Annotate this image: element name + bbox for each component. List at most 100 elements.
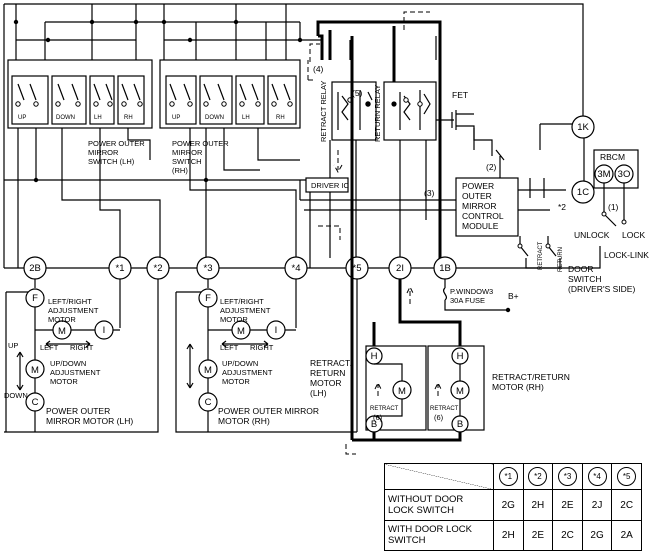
switch-rh-caption-4: (RH) <box>172 166 188 175</box>
module-line-3: MIRROR <box>462 201 496 211</box>
retract-rh-terminal-b-label: B <box>457 419 463 430</box>
switch-rh-caption-2: MIRROR <box>172 148 203 157</box>
table-cell: 2E <box>552 489 583 521</box>
motor-lh-ud-symbol: M <box>31 365 39 376</box>
table-header-2: *2 <box>528 467 548 487</box>
module-line-4: CONTROL <box>462 211 504 221</box>
table-header-cell: *3 <box>552 462 583 491</box>
connector-s1-label: *1 <box>116 263 125 274</box>
door-switch-line-1: DOOR <box>568 264 594 274</box>
motor-lh-adjust-3: MOTOR <box>48 315 76 324</box>
table-cell: 2G <box>581 519 613 552</box>
retract-lh-caption-1: RETRACT/ <box>310 358 353 368</box>
connector-1b-label: 1B <box>439 263 451 274</box>
connector-s3-label: *3 <box>204 263 213 274</box>
connector-s5-label: *5 <box>353 263 362 274</box>
motor-rh-lr-symbol: M <box>237 326 245 337</box>
mirror-switch-lh: UP DOWN LH RH POWER OUTER MIRROR SWITCH … <box>7 59 153 166</box>
retract-lh-terminal-b-label: B <box>371 419 377 430</box>
driver-ic-label: DRIVER IC <box>311 181 350 190</box>
terminal-1k-label: 1K <box>577 122 589 133</box>
motor-lh-caption-1: POWER OUTER <box>46 406 110 416</box>
motor-rh-caption-1: POWER OUTER MIRROR <box>218 406 319 416</box>
motor-lh-terminal-c-label: C <box>32 397 39 408</box>
terminal-3o-label: 3O <box>618 169 631 180</box>
lock-label: LOCK <box>622 230 645 240</box>
switch-lh-label-up: UP <box>18 115 26 121</box>
switch-lh-label-down: DOWN <box>56 115 75 121</box>
connector-bus: 2B *1 *2 *3 *4 *5 2I 1B <box>4 256 560 280</box>
switch-lh-label-rh: RH <box>124 115 133 121</box>
connector-2i-label: 2I <box>396 263 404 274</box>
table-header-1: *1 <box>498 467 518 487</box>
table-header-4: *4 <box>587 467 607 487</box>
retract-rh-caption-2: MOTOR (RH) <box>492 382 544 392</box>
motor-lh-caption-2: MIRROR MOTOR (LH) <box>46 416 133 426</box>
table-cell: 2A <box>611 519 642 552</box>
mirror-motor-rh: F I C M M LEFT/RIGHT ADJUSTMENT MOTOR LE… <box>175 279 357 433</box>
relay-step-4: (4) <box>313 64 324 74</box>
switch-wiring <box>4 40 351 268</box>
door-switch-line-2: SWITCH <box>568 274 602 284</box>
switch-lh-label-lh: LH <box>94 115 102 121</box>
motor-lh-adjust-1: LEFT/RIGHT <box>48 297 92 306</box>
motor-rh-terminal-f-label: F <box>205 293 211 304</box>
table-cell: 2C <box>552 519 583 552</box>
table-header-cell: *2 <box>522 462 554 491</box>
fuse-line-2: 30A FUSE <box>450 296 485 305</box>
motor-rh-terminal-i-label: I <box>275 325 278 336</box>
rbcm-title: RBCM <box>600 152 625 162</box>
fuse-30a: P.WINDOW3 30A FUSE B+ <box>442 279 519 313</box>
switch-rh-label-rh: RH <box>276 115 285 121</box>
module-step-2: (2) <box>486 162 497 172</box>
table-cell: 2E <box>522 519 554 552</box>
top-bus-wires <box>3 3 584 268</box>
switch-lh-caption-2: MIRROR <box>88 148 119 157</box>
table-row-2-label-1: WITH DOOR LOCK <box>388 524 472 536</box>
motor-lh-updown-2: ADJUSTMENT <box>50 368 101 377</box>
retract-rh-label: RETRACT <box>430 406 459 412</box>
switch-rh-caption-3: SWITCH <box>172 157 202 166</box>
unlock-label: UNLOCK <box>574 230 610 240</box>
switch-rh-caption-1: POWER OUTER <box>172 139 229 148</box>
motor-rh-adjust-1: LEFT/RIGHT <box>220 297 264 306</box>
motor-lh-updown-3: MOTOR <box>50 377 78 386</box>
retract-rh-step: (6) <box>434 413 444 422</box>
door-switch-line-3: (DRIVER'S SIDE) <box>568 284 635 294</box>
retract-lh-step: (6) <box>373 413 383 422</box>
table-header-cell: *5 <box>611 462 642 491</box>
battery-label: B+ <box>508 291 519 301</box>
motor-rh-right: RIGHT <box>250 343 274 352</box>
module-line-5: MODULE <box>462 221 499 231</box>
mirror-motor-lh: F I C M M LEFT/RIGHT ADJUSTMENT MOTOR LE… <box>4 279 159 433</box>
motor-lh-terminal-f-label: F <box>32 293 38 304</box>
relay-step-5: (5) <box>352 88 363 98</box>
motor-rh-updown-2: ADJUSTMENT <box>222 368 273 377</box>
module-note-2: *2 <box>558 202 566 212</box>
fet-label: FET <box>452 90 468 100</box>
module-line-1: POWER <box>462 181 494 191</box>
motor-lh-adjust-2: ADJUSTMENT <box>48 306 99 315</box>
lock-link-label: LOCK-LINK <box>604 250 649 260</box>
rbcm-step-1: (1) <box>608 202 619 212</box>
table-cell: 2C <box>611 489 642 521</box>
table-row-1-label-2: LOCK SWITCH <box>388 505 454 517</box>
motor-lh-right: RIGHT <box>70 343 94 352</box>
retract-rh-caption-1: RETRACT/RETURN <box>492 372 570 382</box>
terminal-1c-label: 1C <box>577 187 589 198</box>
relay-block: (4) (5) RETRACT RELAY RETURN RELAY FET <box>307 11 475 268</box>
motor-lh-left: LEFT <box>40 343 59 352</box>
control-module: POWER OUTER MIRROR CONTROL MODULE (2) *2… <box>455 128 566 272</box>
table-cell: 2H <box>493 519 524 552</box>
motor-rh-left: LEFT <box>220 343 239 352</box>
motor-rh-caption-2: MOTOR (RH) <box>218 416 270 426</box>
retract-lh-caption-3: MOTOR <box>310 378 341 388</box>
motor-rh-adjust-3: MOTOR <box>220 315 248 324</box>
switch-rh-label-down: DOWN <box>205 115 224 121</box>
retract-relay-label: RETRACT RELAY <box>319 81 328 142</box>
module-line-2: OUTER <box>462 191 492 201</box>
table-header-5: *5 <box>617 467 637 487</box>
